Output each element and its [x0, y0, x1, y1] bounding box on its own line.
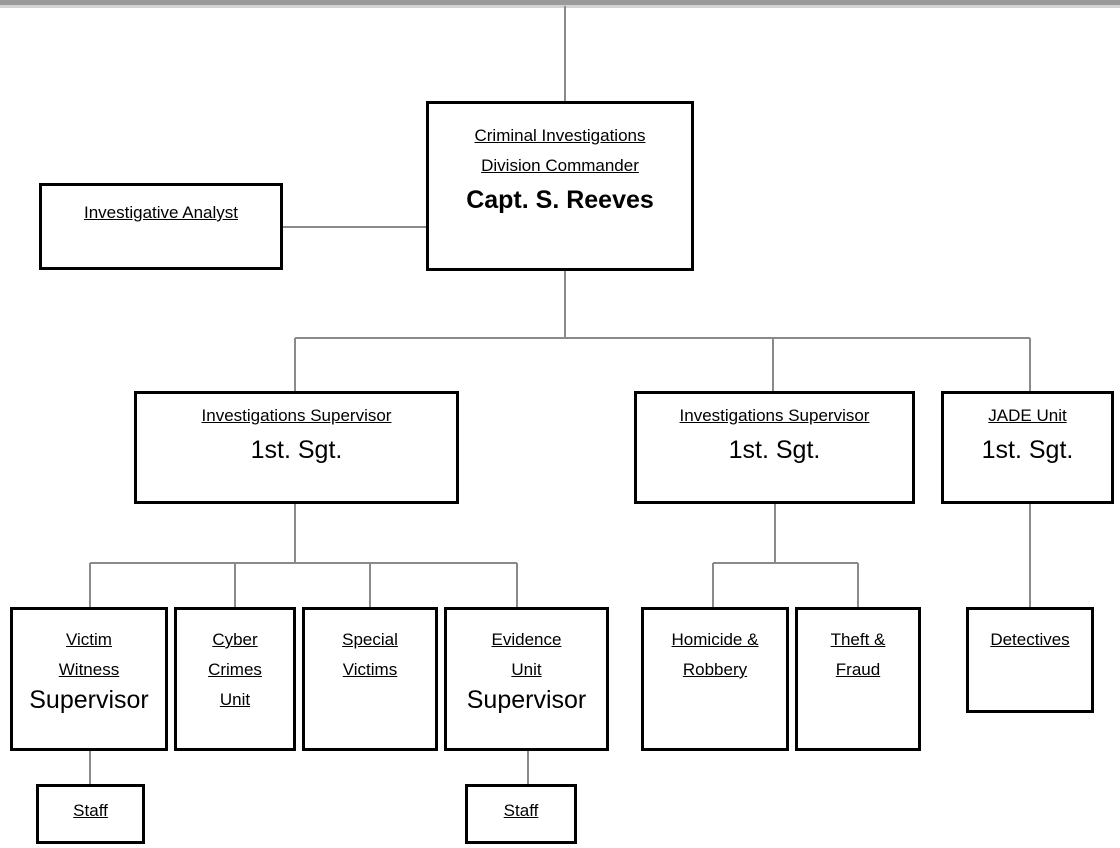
victim-witness-line1: Victim [66, 630, 112, 649]
victim-witness-line2: Witness [58, 660, 120, 679]
detectives-label: Detectives [990, 630, 1070, 649]
supervisor-right-rank: 1st. Sgt. [728, 436, 821, 464]
staff-left-box: Staff [36, 784, 145, 844]
evidence-unit-line2: Unit [511, 660, 542, 679]
homicide-robbery-line2: Robbery [682, 660, 748, 679]
theft-fraud-box: Theft & Fraud [795, 607, 921, 751]
evidence-unit-role: Supervisor [466, 686, 587, 714]
special-victims-line1: Special [342, 630, 398, 649]
theft-fraud-line2: Fraud [835, 660, 881, 679]
victim-witness-box: Victim Witness Supervisor [10, 607, 168, 751]
cyber-crimes-line1: Cyber [212, 630, 258, 649]
staff-left-label: Staff [73, 801, 108, 820]
commander-title-line1: Criminal Investigations [474, 126, 646, 145]
supervisor-left-title: Investigations Supervisor [201, 406, 392, 425]
detectives-box: Detectives [966, 607, 1094, 713]
homicide-robbery-box: Homicide & Robbery [641, 607, 789, 751]
cyber-crimes-box: Cyber Crimes Unit [174, 607, 296, 751]
supervisor-right-title: Investigations Supervisor [679, 406, 870, 425]
special-victims-line2: Victims [342, 660, 398, 679]
commander-title-line2: Division Commander [481, 156, 639, 175]
special-victims-box: Special Victims [302, 607, 438, 751]
victim-witness-role: Supervisor [29, 686, 149, 714]
theft-fraud-line1: Theft & [830, 630, 886, 649]
commander-name: Capt. S. Reeves [466, 186, 654, 214]
jade-unit-title: JADE Unit [988, 406, 1067, 425]
supervisor-right-box: Investigations Supervisor 1st. Sgt. [634, 391, 915, 504]
jade-unit-rank: 1st. Sgt. [981, 436, 1074, 464]
supervisor-left-box: Investigations Supervisor 1st. Sgt. [134, 391, 459, 504]
commander-box: Criminal Investigations Division Command… [426, 101, 694, 271]
analyst-box: Investigative Analyst [39, 183, 283, 270]
staff-right-label: Staff [503, 801, 539, 820]
evidence-unit-box: Evidence Unit Supervisor [444, 607, 609, 751]
top-border [0, 0, 1120, 5]
analyst-title: Investigative Analyst [83, 203, 239, 222]
top-border-shadow [0, 5, 1120, 8]
evidence-unit-line1: Evidence [491, 630, 562, 649]
jade-unit-box: JADE Unit 1st. Sgt. [941, 391, 1114, 504]
cyber-crimes-line3: Unit [219, 690, 251, 709]
cyber-crimes-line2: Crimes [208, 660, 262, 679]
supervisor-left-rank: 1st. Sgt. [250, 436, 343, 464]
staff-right-box: Staff [465, 784, 577, 844]
homicide-robbery-line1: Homicide & [671, 630, 759, 649]
